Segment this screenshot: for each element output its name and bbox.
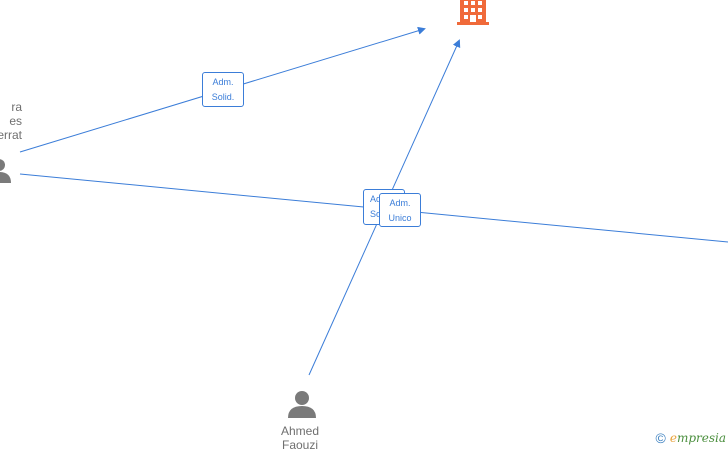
brand-rest: mpresia <box>676 431 726 445</box>
edge-label-under-line-2: Soli <box>370 209 386 219</box>
person-left-line-3: errat <box>0 128 22 142</box>
edge-label-left-to-company[interactable]: Adm. Solid. <box>202 72 244 107</box>
edge-label-top-line-1: Adm. <box>389 198 411 208</box>
person-icon-bottom[interactable] <box>288 391 316 418</box>
edge-label-bottom-top[interactable]: Adm. Unico <box>379 193 421 227</box>
edge-label-left-line-1: Adm. <box>212 77 234 87</box>
person-icon-left[interactable] <box>0 159 11 183</box>
person-label-bottom: Ahmed Faouzi <box>270 424 330 452</box>
empresia-watermark: © empresia <box>656 430 727 446</box>
person-bottom-line-1: Ahmed <box>280 424 320 438</box>
empresia-logo: empresia <box>670 431 726 445</box>
edge-label-left-line-2: Solid. <box>211 92 235 102</box>
person-left-line-2: es <box>9 114 22 128</box>
copyright-icon: © <box>655 430 666 446</box>
person-left-line-1: ra <box>11 100 22 114</box>
brand-initial: e <box>669 431 677 445</box>
company-building-icon[interactable] <box>457 0 489 25</box>
person-bottom-line-2: Faouzi <box>281 438 319 452</box>
person-label-left: ra es errat <box>0 100 22 142</box>
edge-label-top-line-2: Unico <box>388 213 412 223</box>
